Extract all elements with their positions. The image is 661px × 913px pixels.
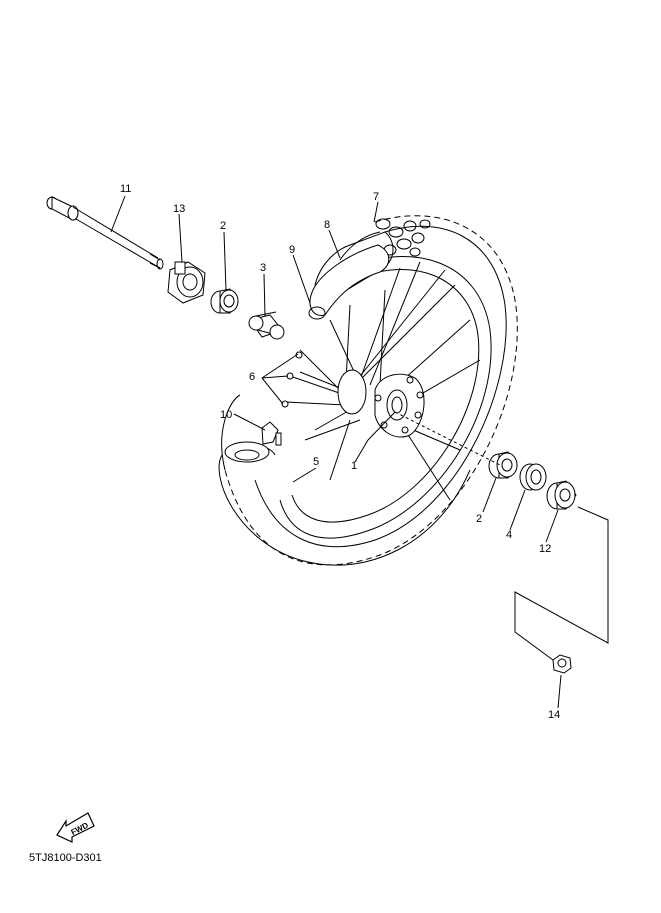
callout-4: 4	[506, 529, 513, 541]
callout-3: 3	[260, 262, 267, 274]
reference-frame	[514, 506, 609, 661]
diagram-code: 5TJ8100-D301	[29, 852, 102, 864]
callout-14: 14	[548, 709, 561, 721]
fwd-arrow-icon: FWD	[56, 812, 95, 843]
bearing-right	[488, 451, 518, 479]
callout-8: 8	[324, 219, 331, 231]
inner-tube	[218, 441, 471, 566]
callout-9: 9	[289, 244, 296, 256]
callout-13: 13	[173, 203, 186, 215]
axle	[46, 196, 164, 270]
callout-10: 10	[220, 409, 233, 421]
hub	[337, 369, 425, 438]
callout-2-right: 2	[476, 513, 483, 525]
callout-1: 1	[351, 460, 358, 472]
spacer	[248, 311, 285, 340]
callout-12: 12	[539, 543, 552, 555]
spokes	[285, 261, 481, 501]
rim-lock	[261, 421, 282, 446]
collar-right	[546, 480, 577, 510]
axle-nut	[552, 654, 572, 674]
rim-band	[308, 244, 390, 320]
spoke-nipples	[261, 351, 303, 408]
callout-2-left: 2	[220, 220, 227, 232]
callout-11: 11	[120, 183, 132, 195]
bearing-left	[210, 288, 239, 314]
collar	[167, 261, 206, 304]
callout-7: 7	[373, 191, 380, 203]
leader-lines	[110, 195, 562, 709]
rim	[279, 256, 492, 539]
callout-6: 6	[249, 371, 256, 383]
oil-seal	[519, 463, 547, 491]
tire-tread	[375, 218, 431, 257]
callout-5: 5	[313, 456, 320, 468]
